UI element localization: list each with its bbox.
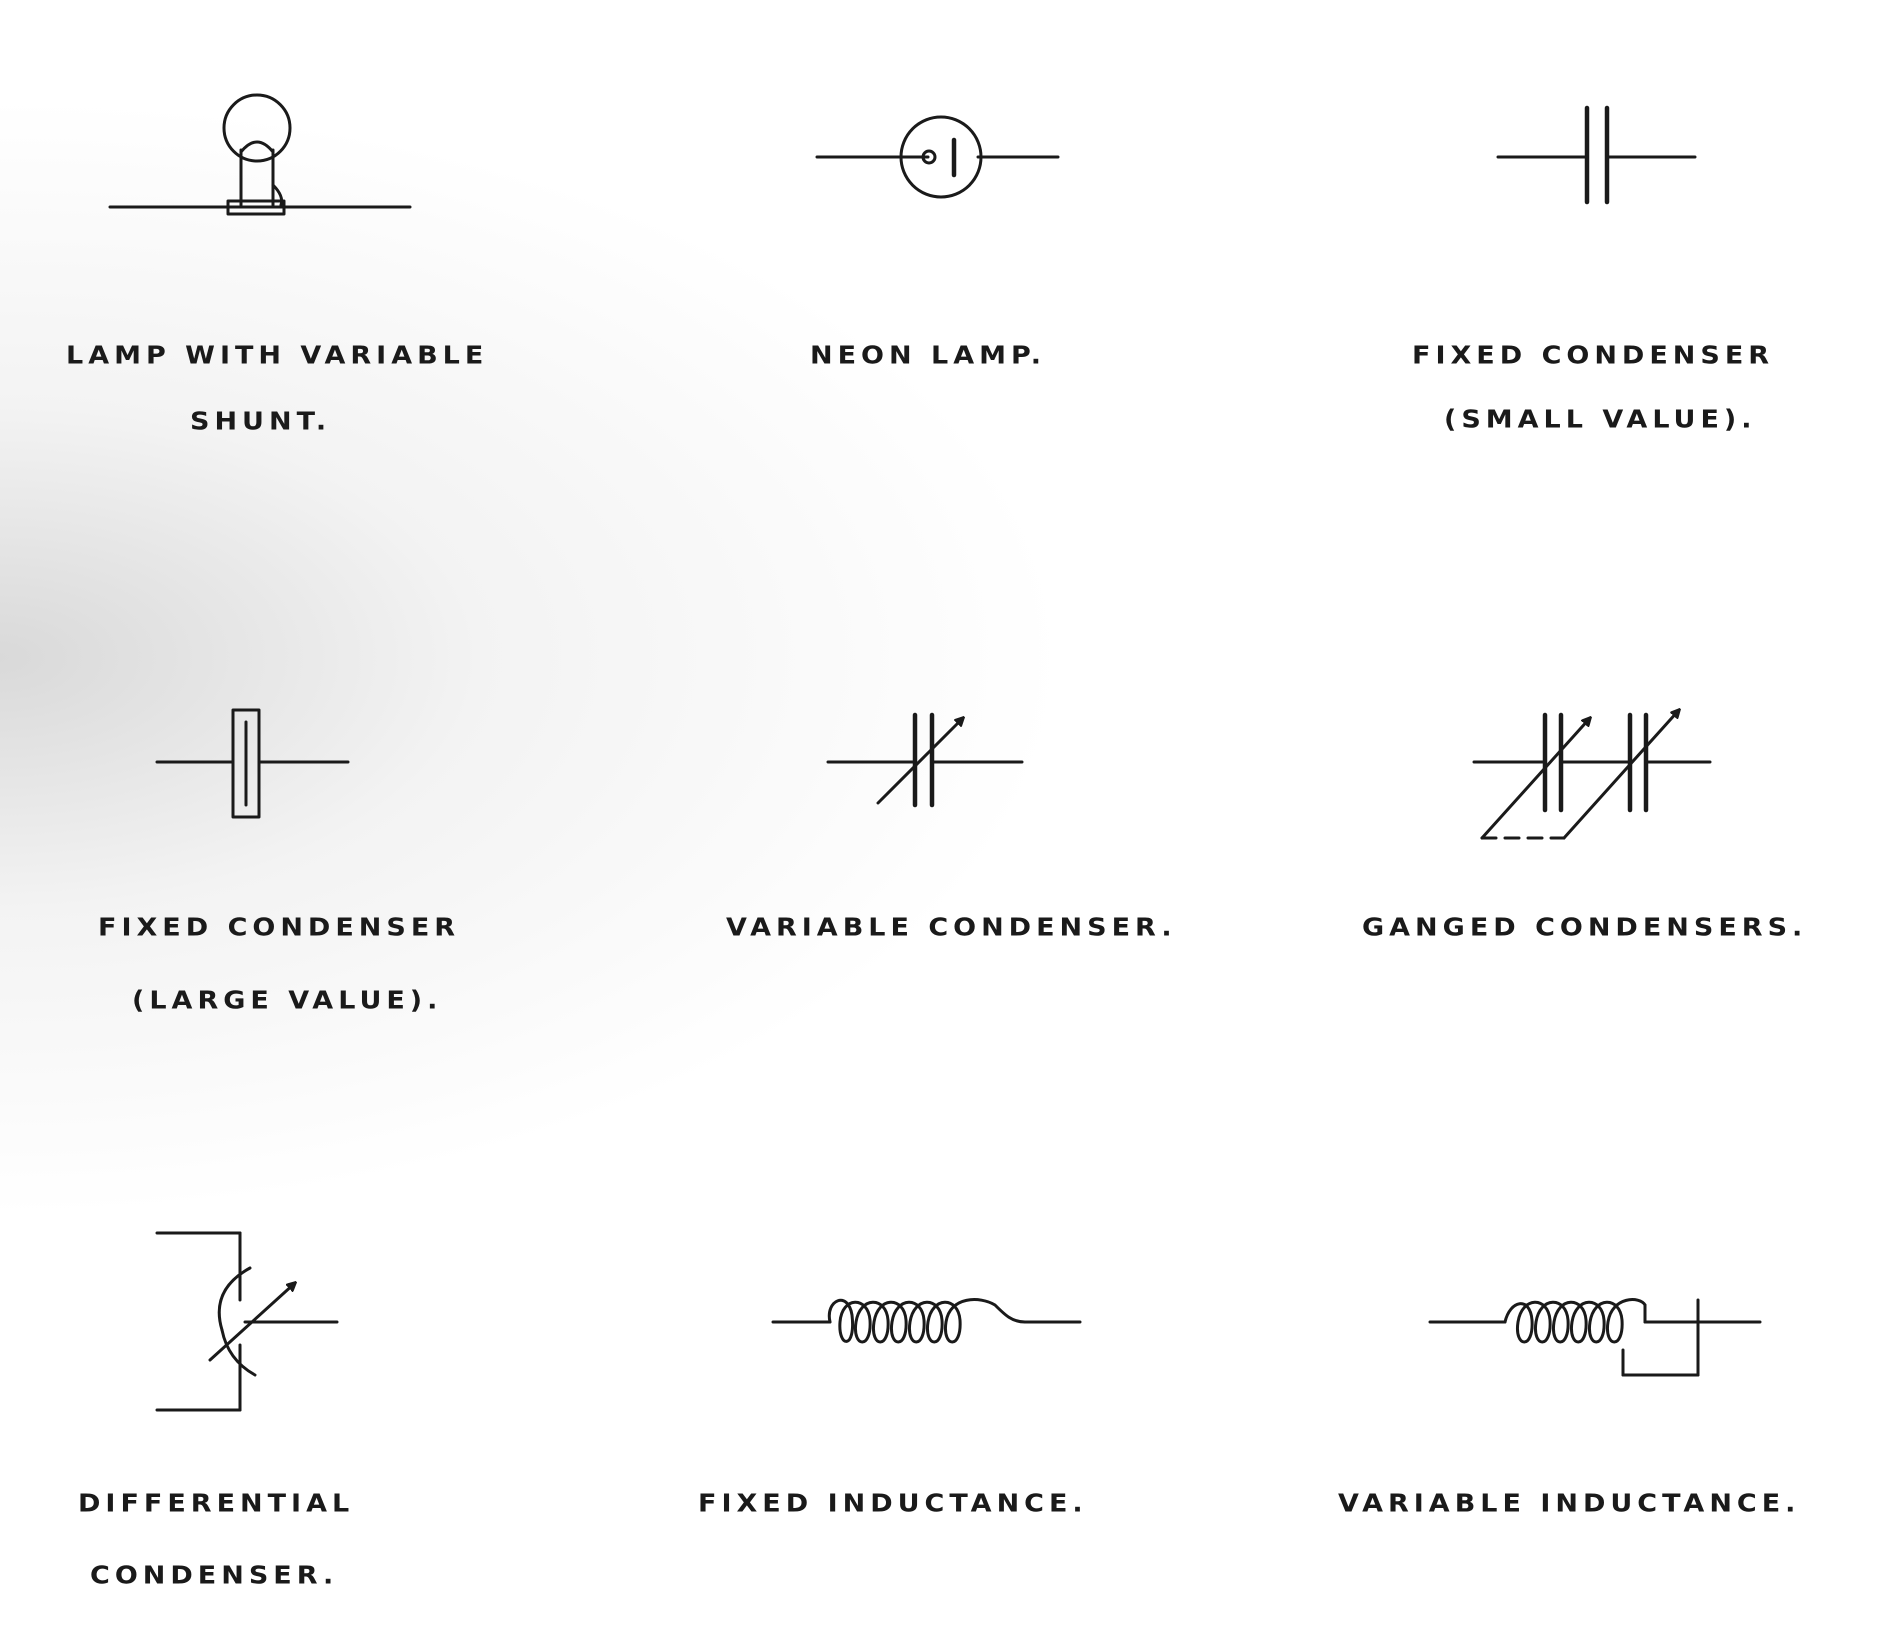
neon-lamp-symbol [815, 115, 1060, 199]
caption-lamp-line-1: LAMP WITH VARIABLE [66, 341, 489, 370]
variable-inductance-symbol [1428, 1298, 1762, 1377]
caption-differential-line-2: CONDENSER. [90, 1561, 339, 1590]
caption-lamp-line-2: SHUNT. [190, 407, 332, 436]
lamp-variable-shunt-symbol [108, 93, 412, 216]
differential-condenser-symbol [155, 1231, 339, 1412]
caption-fixed-inductance: FIXED INDUCTANCE. [698, 1489, 1088, 1518]
caption-differential-line-1: DIFFERENTIAL [78, 1489, 355, 1518]
fixed-inductance-symbol [771, 1298, 1082, 1344]
variable-condenser-symbol [826, 712, 1024, 808]
caption-variable-inductance: VARIABLE INDUCTANCE. [1338, 1489, 1801, 1518]
caption-fixed-small-line-1: FIXED CONDENSER [1412, 341, 1775, 370]
fixed-condenser-small-symbol [1496, 105, 1697, 205]
caption-variable-condenser: VARIABLE CONDENSER. [726, 913, 1177, 942]
caption-fixed-large-line-2: (LARGE VALUE). [132, 986, 443, 1015]
caption-fixed-large-line-1: FIXED CONDENSER [98, 913, 461, 942]
caption-neon-lamp: NEON LAMP. [810, 341, 1047, 370]
ganged-condensers-symbol [1472, 710, 1712, 840]
caption-fixed-small-line-2: (SMALL VALUE). [1444, 405, 1757, 434]
caption-ganged-condensers: GANGED CONDENSERS. [1362, 913, 1808, 942]
fixed-condenser-large-symbol [155, 708, 350, 819]
